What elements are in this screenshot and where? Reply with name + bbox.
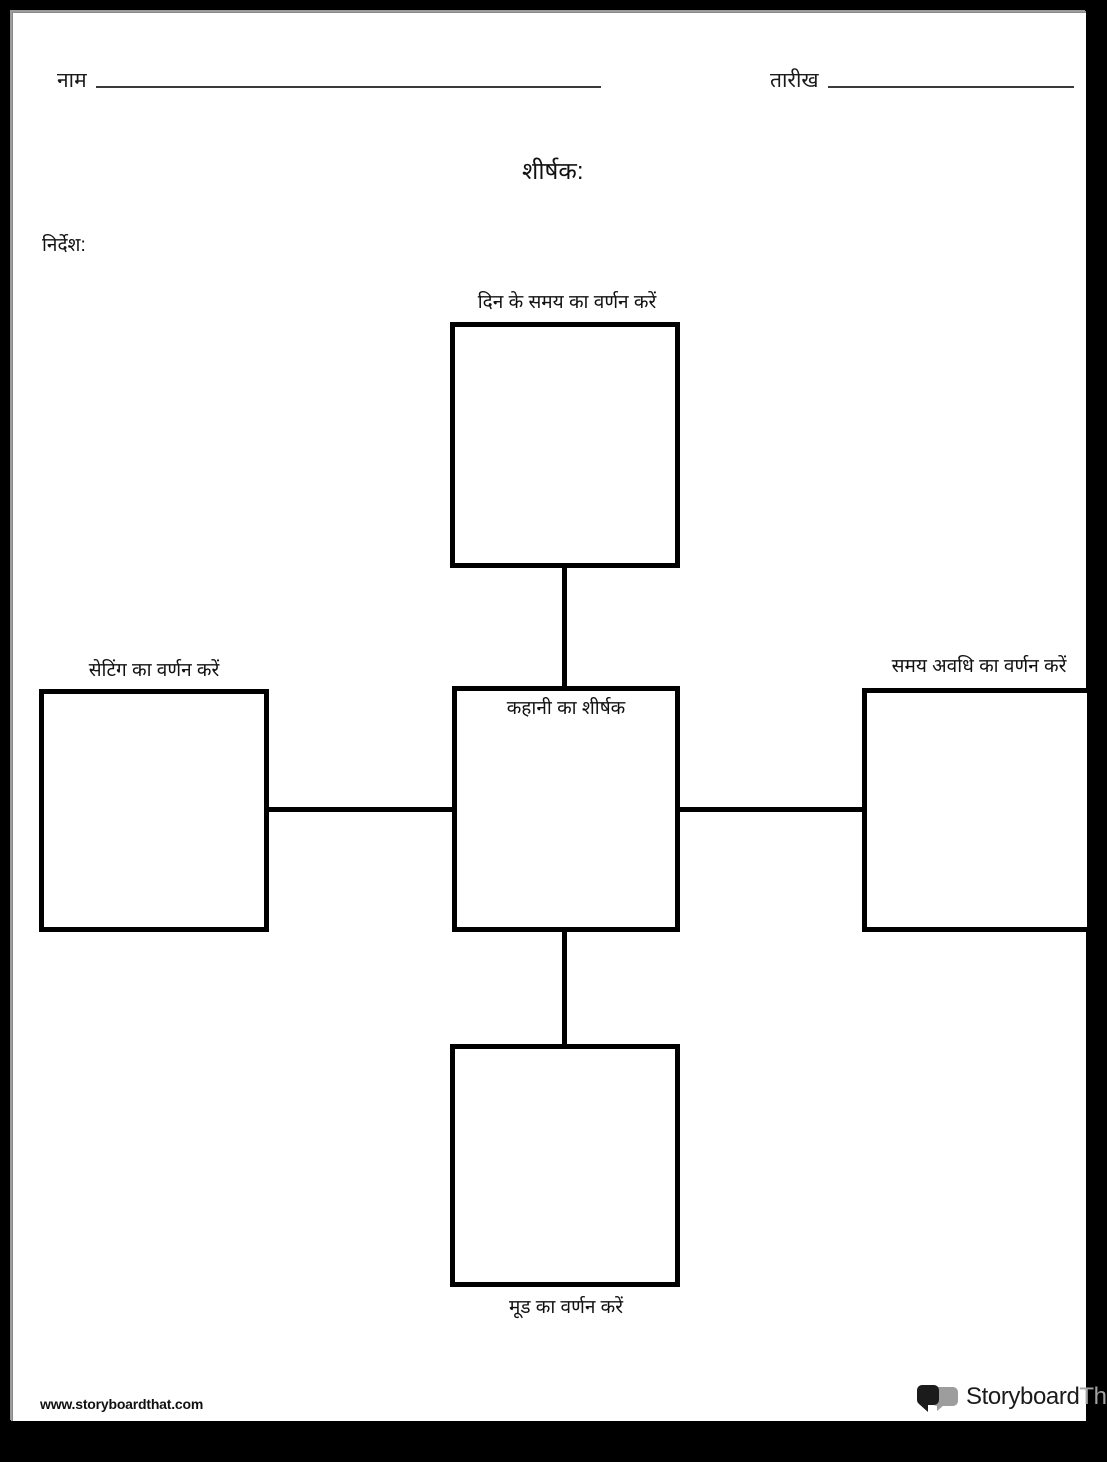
node-label-top: दिन के समय का वर्णन करें bbox=[477, 292, 657, 313]
connector-center-to-left bbox=[266, 807, 456, 812]
node-label-bottom: मूड का वर्णन करें bbox=[508, 1297, 624, 1318]
name-label: नाम bbox=[57, 69, 87, 92]
node-label-left: सेटिंग का वर्णन करें bbox=[88, 660, 220, 681]
date-field-row: तारीख bbox=[770, 70, 1074, 91]
footer-website-url[interactable]: www.storyboardthat.com bbox=[40, 1396, 204, 1412]
connector-center-to-bottom bbox=[562, 929, 567, 1049]
node-box-left[interactable] bbox=[39, 689, 269, 932]
node-box-center[interactable] bbox=[452, 686, 680, 932]
date-label: तारीख bbox=[770, 69, 819, 92]
date-input-line[interactable] bbox=[827, 86, 1074, 88]
node-box-right[interactable] bbox=[862, 688, 1092, 932]
instructions-label: निर्देश: bbox=[42, 235, 86, 256]
spider-map-diagram: दिन के समय का वर्णन करें सेटिंग का वर्णन… bbox=[12, 12, 1107, 1462]
speech-bubble-front-icon bbox=[917, 1385, 939, 1412]
storyboardthat-logo[interactable]: Storyboard That bbox=[915, 1380, 1107, 1414]
logo-text-storyboard: Storyboard bbox=[966, 1383, 1080, 1410]
connector-center-to-right bbox=[677, 807, 867, 812]
worksheet-title-label: शीर्षक: bbox=[522, 158, 584, 185]
node-label-right: समय अवधि का वर्णन करें bbox=[891, 656, 1067, 677]
name-input-line[interactable] bbox=[95, 86, 601, 88]
node-label-center: कहानी का शीर्षक bbox=[506, 698, 626, 719]
logo-text-that: That bbox=[1079, 1383, 1107, 1410]
worksheet-page: नाम तारीख शीर्षक: निर्देश: दिन के समय का… bbox=[11, 11, 1107, 1421]
connector-center-to-top bbox=[562, 565, 567, 689]
node-box-top[interactable] bbox=[450, 322, 680, 568]
name-field-row: नाम bbox=[57, 70, 601, 91]
speech-bubbles-icon bbox=[915, 1384, 959, 1412]
node-box-bottom[interactable] bbox=[450, 1044, 680, 1287]
